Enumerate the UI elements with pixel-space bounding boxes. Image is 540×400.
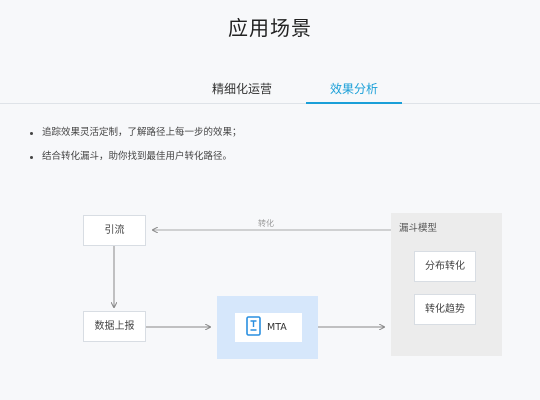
node-data-report: 数据上报	[83, 311, 146, 342]
mta-node	[235, 313, 302, 342]
tab-bar: 精细化运营 效果分析	[0, 76, 540, 104]
edge-label-conversion: 转化	[258, 219, 274, 228]
node-label: 数据上报	[94, 321, 135, 332]
list-item: 结合转化漏斗，助你找到最佳用户转化路径。	[30, 150, 242, 164]
node-label: 引流	[104, 225, 125, 236]
node-label: 分布转化	[425, 261, 465, 272]
node-distribution-conversion: 分布转化	[414, 251, 476, 282]
node-conversion-trend: 转化趋势	[414, 294, 476, 325]
list-item: 追踪效果灵活定制，了解路径上每一步的效果；	[30, 126, 242, 140]
node-yinliu: 引流	[83, 215, 146, 246]
mta-label: MTA	[267, 322, 287, 333]
tab-effect-analysis[interactable]: 效果分析	[306, 76, 402, 104]
node-label: 转化趋势	[425, 304, 465, 315]
mta-logo-icon	[246, 316, 261, 336]
funnel-model-panel	[391, 213, 502, 356]
feature-list: 追踪效果灵活定制，了解路径上每一步的效果； 结合转化漏斗，助你找到最佳用户转化路…	[30, 126, 242, 174]
tab-fine-operation[interactable]: 精细化运营	[211, 82, 272, 96]
page-title: 应用场景	[228, 16, 312, 40]
funnel-model-title: 漏斗模型	[399, 223, 438, 234]
